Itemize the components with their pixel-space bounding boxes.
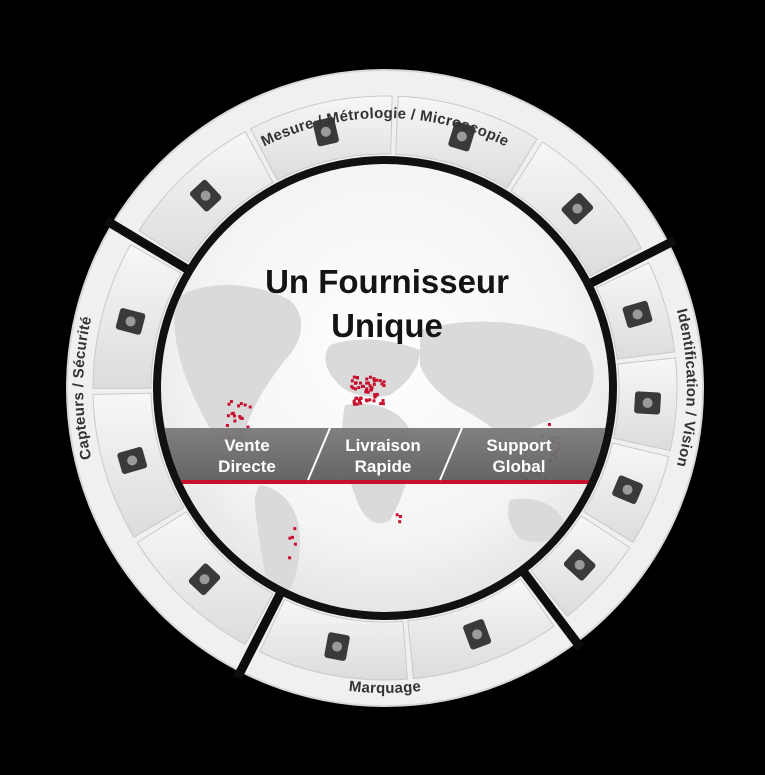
location-dot (350, 379, 354, 383)
location-dot (368, 398, 372, 402)
location-dot (248, 405, 252, 409)
svg-text:Support: Support (486, 436, 551, 455)
location-dot (246, 425, 250, 429)
location-dot (395, 513, 399, 517)
location-dot (398, 515, 402, 518)
location-dot (374, 394, 377, 398)
diagram-title-line2: Unique (331, 307, 443, 344)
location-dot (359, 401, 363, 405)
location-dot (230, 412, 234, 416)
location-dot (238, 415, 242, 419)
fiber-amplifier-lens (199, 574, 210, 585)
metrology-arm-lens (456, 131, 467, 142)
location-dot (352, 375, 356, 379)
location-dot (357, 398, 361, 402)
location-dot (368, 384, 372, 388)
location-dot (378, 379, 382, 383)
laser-marker-lens (472, 629, 483, 640)
svg-text:Rapide: Rapide (355, 457, 412, 476)
displacement-sensor-heads-lens (200, 190, 211, 201)
location-dot (288, 536, 292, 540)
location-dot (380, 382, 384, 386)
location-dot (354, 397, 358, 401)
location-dot (382, 380, 386, 384)
location-dot (350, 385, 354, 389)
handheld-reader-lens (574, 559, 585, 570)
location-dot (288, 556, 292, 560)
location-dot (359, 381, 362, 385)
location-dot (293, 527, 297, 531)
location-dot (227, 402, 231, 406)
location-dot (291, 535, 294, 539)
location-dot (372, 377, 376, 381)
location-dot (382, 384, 386, 388)
inkjet-printer-lens (332, 641, 343, 652)
location-dot (398, 520, 402, 524)
location-dot (355, 376, 359, 379)
light-curtain-lens (127, 455, 138, 466)
measurement-system-lens (320, 126, 331, 137)
location-dot (372, 382, 376, 386)
svg-text:Vente: Vente (224, 436, 269, 455)
location-dot (381, 402, 385, 406)
service-direct-sales: Vente Directe (218, 436, 276, 476)
location-dot (353, 402, 356, 406)
location-dot (359, 396, 363, 400)
service-band (161, 427, 609, 484)
service-global-support: Support Global (486, 436, 551, 476)
location-dot (379, 402, 383, 406)
location-dot (364, 388, 368, 392)
vision-camera-lens (632, 309, 643, 320)
location-dot (229, 400, 233, 403)
location-dot (375, 392, 379, 396)
location-dot (375, 378, 379, 382)
location-dot (355, 402, 359, 406)
location-dot (354, 387, 358, 391)
location-dot (366, 381, 369, 385)
svg-text:Global: Global (493, 457, 546, 476)
category-divider (586, 236, 677, 289)
svg-text:Livraison: Livraison (345, 436, 421, 455)
location-dot (293, 542, 297, 546)
category-label-marking: Marquage (348, 678, 422, 697)
location-dot (354, 381, 358, 385)
category-divider (104, 216, 192, 275)
location-dot (240, 416, 244, 420)
location-dot (239, 402, 243, 406)
location-dot (352, 400, 356, 404)
product-segments (92, 95, 678, 681)
location-dot (237, 404, 241, 408)
location-dot (226, 414, 230, 418)
location-dot (370, 388, 373, 392)
svg-text:Directe: Directe (218, 457, 276, 476)
smart-camera-lens (622, 484, 633, 495)
ring-light-camera-lens (642, 397, 653, 408)
location-dot (372, 399, 376, 403)
location-dot (243, 403, 247, 407)
service-fast-delivery: Livraison Rapide (345, 436, 421, 476)
location-dot (233, 414, 236, 418)
category-divider (518, 567, 585, 651)
location-dot (225, 424, 229, 427)
diagram-title-line1: Un Fournisseur (265, 263, 509, 300)
location-dot (233, 419, 237, 423)
location-dot (372, 379, 376, 383)
category-divider (233, 589, 286, 680)
location-dot (381, 399, 385, 403)
location-dot (547, 423, 551, 426)
laser-sensor-lens (125, 316, 136, 327)
location-dot (365, 387, 369, 391)
microscope-lens (572, 203, 583, 214)
location-dot (365, 399, 369, 403)
location-dot (368, 375, 372, 379)
location-dot (361, 385, 364, 388)
location-dot (365, 377, 369, 381)
location-dot (366, 390, 370, 394)
category-dividers (104, 216, 677, 680)
location-dot (357, 386, 361, 389)
